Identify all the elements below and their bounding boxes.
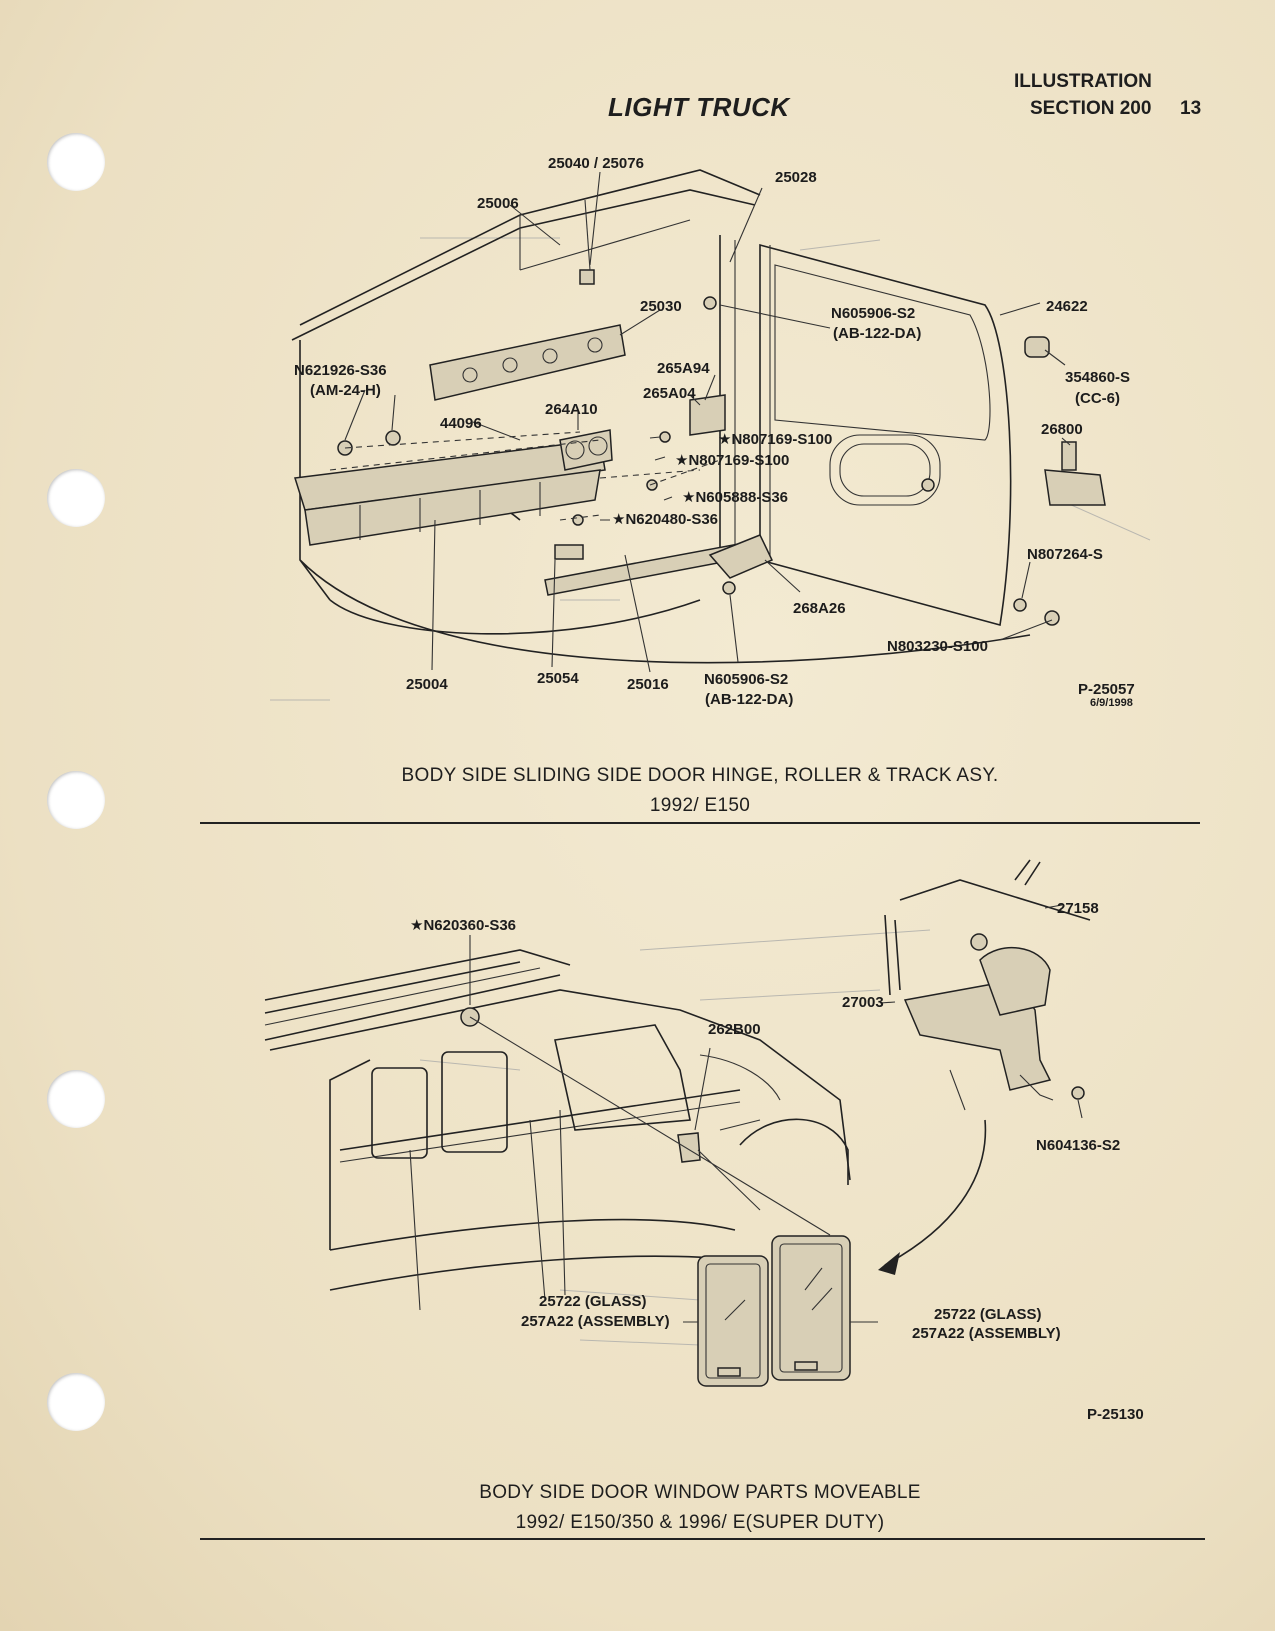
diagram-door-window: ★N620360-S36 27158 27003 262B00 N604136-… (264, 859, 1144, 1423)
diagram1-caption-line2: 1992/ E150 (649, 795, 751, 816)
diagram1-caption-line1: BODY SIDE SLIDING SIDE DOOR HINGE, ROLLE… (401, 765, 999, 786)
divider-rule (200, 1538, 1205, 1540)
label-257a22-assembly-right: 257A22 (ASSEMBLY) (912, 1325, 1061, 1342)
label-27003: 27003 (842, 994, 884, 1011)
section-heading: SECTION 200 (1030, 98, 1152, 119)
label-n605906-s2: N605906-S2 (831, 305, 915, 322)
label-n807169-s100-b: ★N807169-S100 (675, 452, 789, 469)
label-27158: 27158 (1057, 900, 1099, 917)
label-n807264-s: N807264-S (1027, 546, 1103, 563)
label-n803230-s100: N803230-S100 (887, 638, 988, 655)
diagram2-caption-line1: BODY SIDE DOOR WINDOW PARTS MOVEABLE (479, 1482, 921, 1503)
label-am-24-h: (AM-24-H) (310, 382, 381, 399)
divider-rule (200, 822, 1200, 824)
label-ab-122-da: (AB-122-DA) (833, 325, 921, 342)
label-265a94: 265A94 (657, 360, 710, 377)
label-25722-glass-left: 25722 (GLASS) (539, 1293, 647, 1310)
label-265a04: 265A04 (643, 385, 696, 402)
label-n621926-s36: N621926-S36 (294, 362, 387, 379)
label-354860-s: 354860-S (1065, 369, 1130, 386)
page-number: 13 (1180, 98, 1202, 119)
binder-hole (47, 469, 105, 527)
binder-hole (47, 133, 105, 191)
illustration-date: 6/9/1998 (1090, 697, 1133, 709)
label-262b00: 262B00 (708, 1021, 761, 1038)
diagram-sliding-door: 25040 / 25076 25028 25006 25030 24622 N6… (270, 155, 1151, 709)
label-cc-6: (CC-6) (1075, 390, 1120, 407)
label-24622: 24622 (1046, 298, 1088, 315)
illustration-heading: ILLUSTRATION (1014, 71, 1152, 92)
label-25004: 25004 (406, 676, 448, 693)
label-264a10: 264A10 (545, 401, 598, 418)
label-25028: 25028 (775, 169, 817, 186)
label-25006: 25006 (477, 195, 519, 212)
label-257a22-assembly-left: 257A22 (ASSEMBLY) (521, 1313, 670, 1330)
binder-hole (47, 1070, 105, 1128)
label-44096: 44096 (440, 415, 482, 432)
label-268a26: 268A26 (793, 600, 846, 617)
label-n620480-s36: ★N620480-S36 (612, 511, 718, 528)
label-n605906-s2-lower: N605906-S2 (704, 671, 788, 688)
label-n604136-s2: N604136-S2 (1036, 1137, 1120, 1154)
label-25722-glass-right: 25722 (GLASS) (934, 1306, 1042, 1323)
label-25030: 25030 (640, 298, 682, 315)
label-n807169-s100-a: ★N807169-S100 (718, 431, 832, 448)
label-ab-122-da-lower: (AB-122-DA) (705, 691, 793, 708)
page-title: LIGHT TRUCK (608, 92, 790, 122)
binder-hole (47, 1373, 105, 1431)
diagram2-caption-line2: 1992/ E150/350 & 1996/ E(SUPER DUTY) (515, 1512, 885, 1533)
label-25054: 25054 (537, 670, 579, 687)
label-25040: 25040 / 25076 (548, 155, 644, 172)
label-n605888-s36: ★N605888-S36 (682, 489, 788, 506)
label-25016: 25016 (627, 676, 669, 693)
label-26800: 26800 (1041, 421, 1083, 438)
illustration-ref-number: P-25130 (1087, 1406, 1144, 1423)
label-n620360-s36: ★N620360-S36 (410, 917, 516, 934)
illustration-ref-number: P-25057 (1078, 681, 1135, 698)
binder-hole (47, 771, 105, 829)
